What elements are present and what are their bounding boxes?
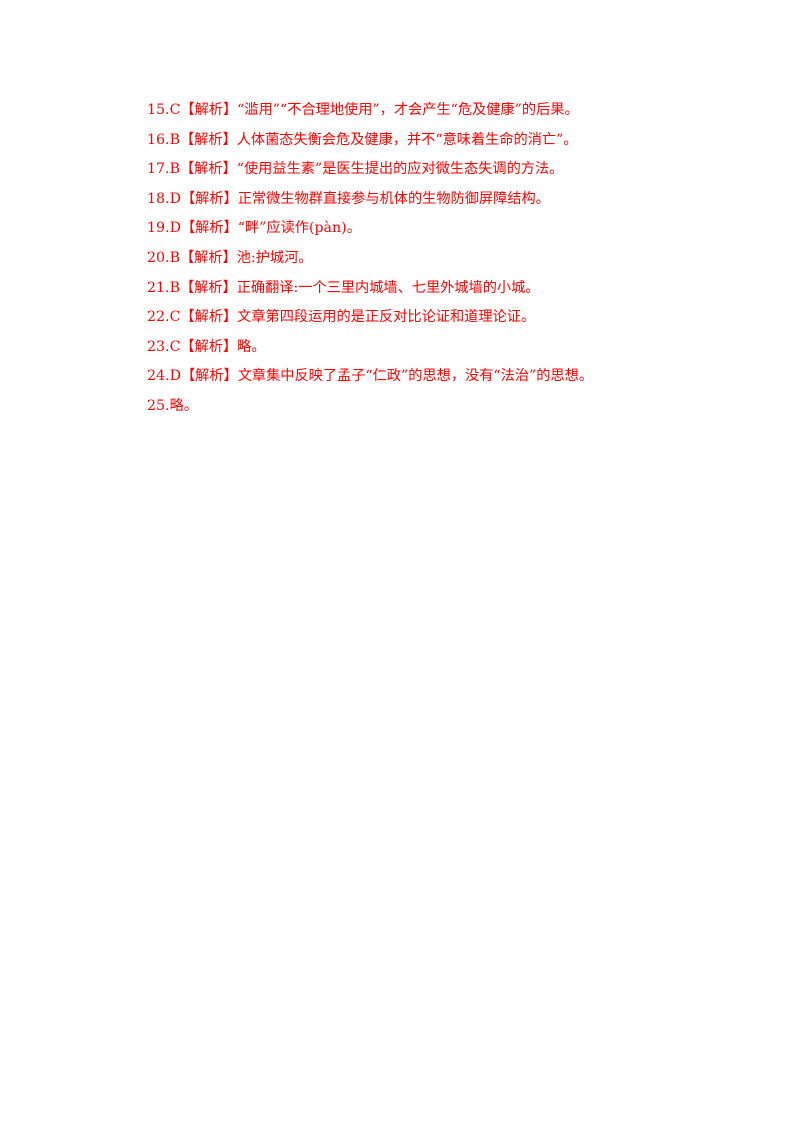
answer-15: 15.C【解析】“滥用”“不合理地使用”，才会产生“危及健康”的后果。 [147,102,579,118]
answer-19: 19.D【解析】“畔”应读作(pàn)。 [147,220,361,237]
answer-25: 25.略。 [147,397,198,414]
answer-20: 20.B【解析】池:护城河。 [147,249,313,266]
answer-23: 23.C【解析】略。 [147,338,266,355]
answer-17: 17.B【解析】“使用益生素”是医生提出的应对微生态失调的方法。 [147,161,564,178]
answer-18: 18.D【解析】正常微生物群直接参与机体的生物防御屏障结构。 [147,190,550,207]
answer-21: 21.B【解析】正确翻译:一个三里内城墙、七里外城墙的小城。 [147,279,540,296]
answer-22: 22.C【解析】文章第四段运用的是正反对比论证和道理论证。 [147,309,536,326]
answer-list: 15.C【解析】“滥用”“不合理地使用”，才会产生“危及健康”的后果。 16.B… [147,96,767,422]
answer-16: 16.B【解析】人体菌态失衡会危及健康，并不“意味着生命的消亡”。 [147,131,578,148]
answer-24: 24.D【解析】文章集中反映了孟子“仁政”的思想，没有“法治”的思想。 [147,368,594,385]
